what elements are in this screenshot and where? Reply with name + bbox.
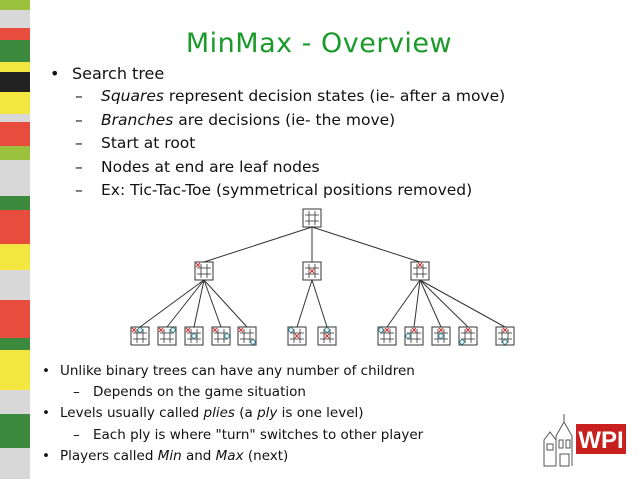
bullet-label: Unlike binary trees can have any number … (60, 363, 415, 379)
tree-leaf-board (130, 326, 150, 346)
sub-bullet-text: Each ply is where "turn" switches to oth… (93, 427, 424, 443)
tree-leaf-board (458, 326, 478, 346)
bullet-dot: • (50, 64, 60, 83)
sub-bullet-text: represent decision states (ie- after a m… (163, 87, 506, 105)
sub-bullet-emphasis: Squares (101, 87, 164, 105)
building-icon: WPI (543, 414, 626, 467)
tree-leaf-board (495, 326, 515, 346)
tree-root-board (302, 208, 322, 228)
sub-bullet-text: Ex: Tic-Tac-Toe (symmetrical positions r… (101, 181, 473, 199)
sub-bullet-text: Nodes at end are leaf nodes (101, 158, 320, 176)
tree-leaf-board (287, 326, 307, 346)
sub-bullet-emphasis: Branches (101, 111, 174, 129)
tree-leaf-board (211, 326, 231, 346)
sub-bullet-text: Start at root (101, 134, 196, 152)
tree-leaf-board (184, 326, 204, 346)
logo-text: WPI (578, 427, 623, 454)
slide-title: MinMax - Overview (185, 28, 453, 59)
tree-leaf-board (237, 326, 257, 346)
tree-ply1-board (194, 261, 214, 281)
sub-bullet-text: are decisions (ie- the move) (173, 111, 396, 129)
sub-bullet-text: Depends on the game situation (93, 384, 306, 400)
decorative-color-stripe (0, 0, 30, 479)
tree-ply1-board (302, 261, 322, 281)
tree-leaf-board (404, 326, 424, 346)
tree-leaf-board (317, 326, 337, 346)
tree-ply1-board (410, 261, 430, 281)
tree-leaf-board (157, 326, 177, 346)
bullet-label: Search tree (72, 64, 165, 83)
wpi-logo: WPI (540, 410, 630, 470)
tree-leaf-board (377, 326, 397, 346)
tree-leaf-board (431, 326, 451, 346)
